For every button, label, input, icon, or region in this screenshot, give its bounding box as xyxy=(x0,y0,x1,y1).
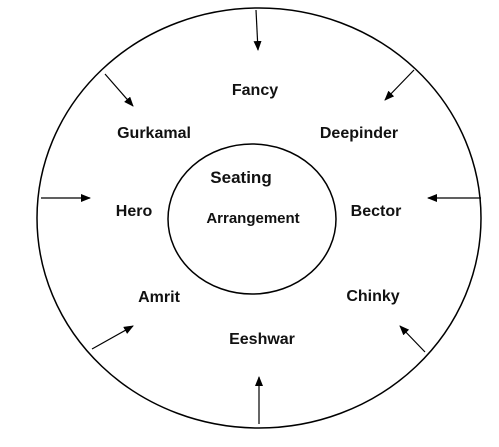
inner-circle xyxy=(167,143,337,295)
seat-chinky: Chinky xyxy=(346,288,399,305)
arrow-bottom-right xyxy=(399,325,426,353)
seat-fancy: Fancy xyxy=(232,82,278,99)
center-label-line2: Arrangement xyxy=(206,210,299,227)
arrow-top-right xyxy=(384,69,415,101)
outer-circle xyxy=(36,7,482,429)
arrow-bottom-left xyxy=(91,325,134,350)
seat-eeshwar: Eeshwar xyxy=(229,331,295,348)
seat-deepinder: Deepinder xyxy=(320,125,398,142)
seat-gurkamal: Gurkamal xyxy=(117,125,191,142)
seat-amrit: Amrit xyxy=(138,289,180,306)
seat-bector: Bector xyxy=(351,203,402,220)
arrow-top xyxy=(253,9,262,51)
seat-hero: Hero xyxy=(116,203,153,220)
center-label-line1: Seating xyxy=(210,168,271,187)
arrow-top-left xyxy=(104,73,134,107)
